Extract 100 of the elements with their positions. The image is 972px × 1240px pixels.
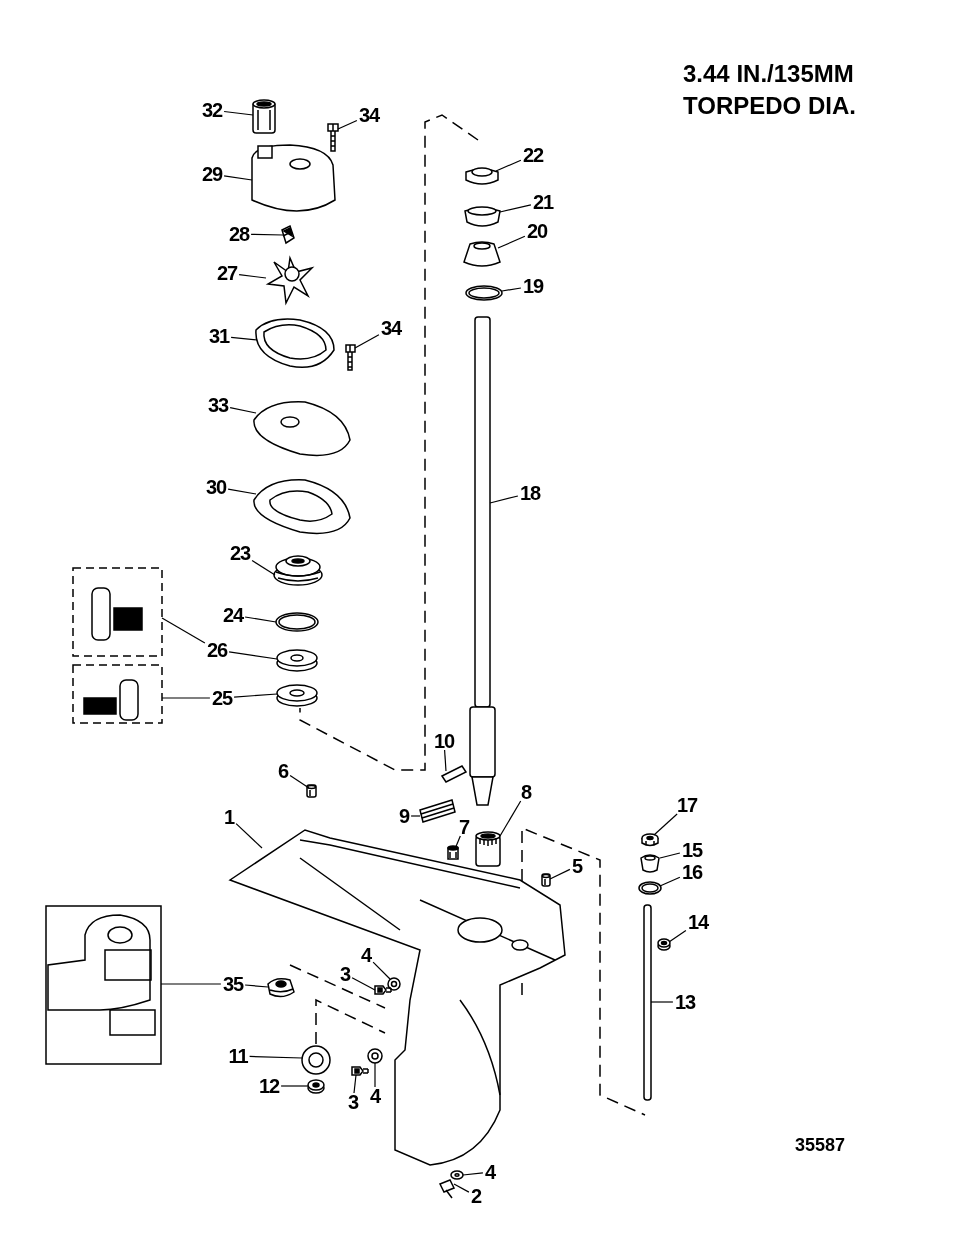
callout-number: 16 [681,862,703,882]
leader-line [223,110,254,116]
leader-line [250,233,284,236]
leader-line [229,407,257,414]
block-drawing [419,799,456,823]
callout-number: 12 [258,1076,280,1096]
callout-number: 33 [207,395,229,415]
callout-number: 28 [228,224,250,244]
leader-line [244,984,269,988]
leader-line [161,697,211,699]
callout-number: 32 [201,100,223,120]
callout-number: 25 [211,688,233,708]
leader-line [650,1001,674,1003]
leader-line [228,651,278,660]
bearing-cup-drawing [464,206,501,227]
callout-number: 19 [522,276,544,296]
bolt-drawing [374,985,392,995]
callout-number: 21 [532,192,554,212]
leader-line [444,749,447,772]
leader-line [497,235,526,249]
gasket-drawing [255,318,335,368]
bolt-drawing [345,344,356,371]
leader-line [372,961,391,980]
screw-drawing [439,1179,456,1199]
leader-line [499,204,532,213]
bushing-drawing [640,854,660,873]
leader-line [462,1172,484,1176]
plug-drawing [447,845,459,860]
washer-drawing [276,649,318,672]
plate-drawing [253,401,351,457]
impeller-drawing [265,255,315,306]
pin-drawing [306,784,317,798]
bolt-drawing [327,123,339,152]
leader-line [351,977,376,991]
leader-line [235,823,263,849]
detail-inset-drawing [45,905,162,1065]
ring-drawing [275,612,319,632]
callout-number: 7 [458,817,470,837]
callout-number: 26 [206,640,228,660]
sleeve-drawing [475,831,501,867]
callout-number: 9 [398,806,410,826]
leader-line [549,868,571,880]
torpedo-diameter-note: 3.44 IN./135MM TORPEDO DIA. [683,59,857,121]
leader-line [499,800,522,837]
nut-drawing [307,1079,325,1094]
callout-number: 4 [369,1086,381,1106]
callout-number: 29 [201,164,223,184]
nut-drawing [657,938,671,951]
callout-number: 34 [358,105,380,125]
gasket-drawing [253,479,351,535]
callout-number: 20 [526,221,548,241]
leader-line [453,1183,470,1193]
callout-number: 24 [222,605,244,625]
pump-housing-drawing [251,144,336,212]
leader-line [659,876,681,887]
block-drawing [267,977,295,998]
leader-line [354,334,380,349]
leader-line [337,119,358,130]
leader-line [280,1085,309,1087]
drawing-number: 35587 [795,1134,847,1157]
detail-inset-drawing [72,664,163,724]
nut-drawing [641,833,659,847]
leader-line [410,815,421,817]
bolt-drawing [351,1066,369,1076]
seal-drawing [273,555,323,586]
callout-number: 14 [687,912,709,932]
ring-drawing [638,881,662,895]
washer-drawing [276,684,318,707]
callout-number: 8 [520,782,532,802]
callout-number: 10 [433,731,455,751]
leader-line [289,775,310,789]
callout-number: 2 [470,1186,482,1206]
callout-number: 23 [229,543,251,563]
leader-line [251,560,276,576]
leader-line [659,852,681,859]
bearing-drawing [463,241,501,267]
leader-line [233,693,278,698]
callout-number: 3 [339,964,351,984]
callout-number: 18 [519,483,541,503]
callout-number: 15 [681,840,703,860]
callout-number: 31 [208,326,230,346]
leader-line [249,1055,303,1059]
shaft-drawing [469,316,496,806]
gear-drawing [301,1045,331,1075]
callout-number: 13 [674,992,696,1012]
callout-number: 27 [216,263,238,283]
callout-number: 30 [205,477,227,497]
leader-line [244,616,277,623]
pin-drawing [541,873,551,887]
callout-number: 3 [347,1092,359,1112]
callout-number: 11 [228,1046,248,1066]
key-drawing [281,224,295,245]
washer-drawing [387,977,401,991]
ring-drawing [465,285,503,301]
leader-line [374,1062,376,1088]
callout-number: 34 [380,318,402,338]
callout-number: 4 [360,945,372,965]
leader-line [223,175,253,181]
washer-drawing [367,1048,383,1064]
tube-drawing [252,99,276,134]
